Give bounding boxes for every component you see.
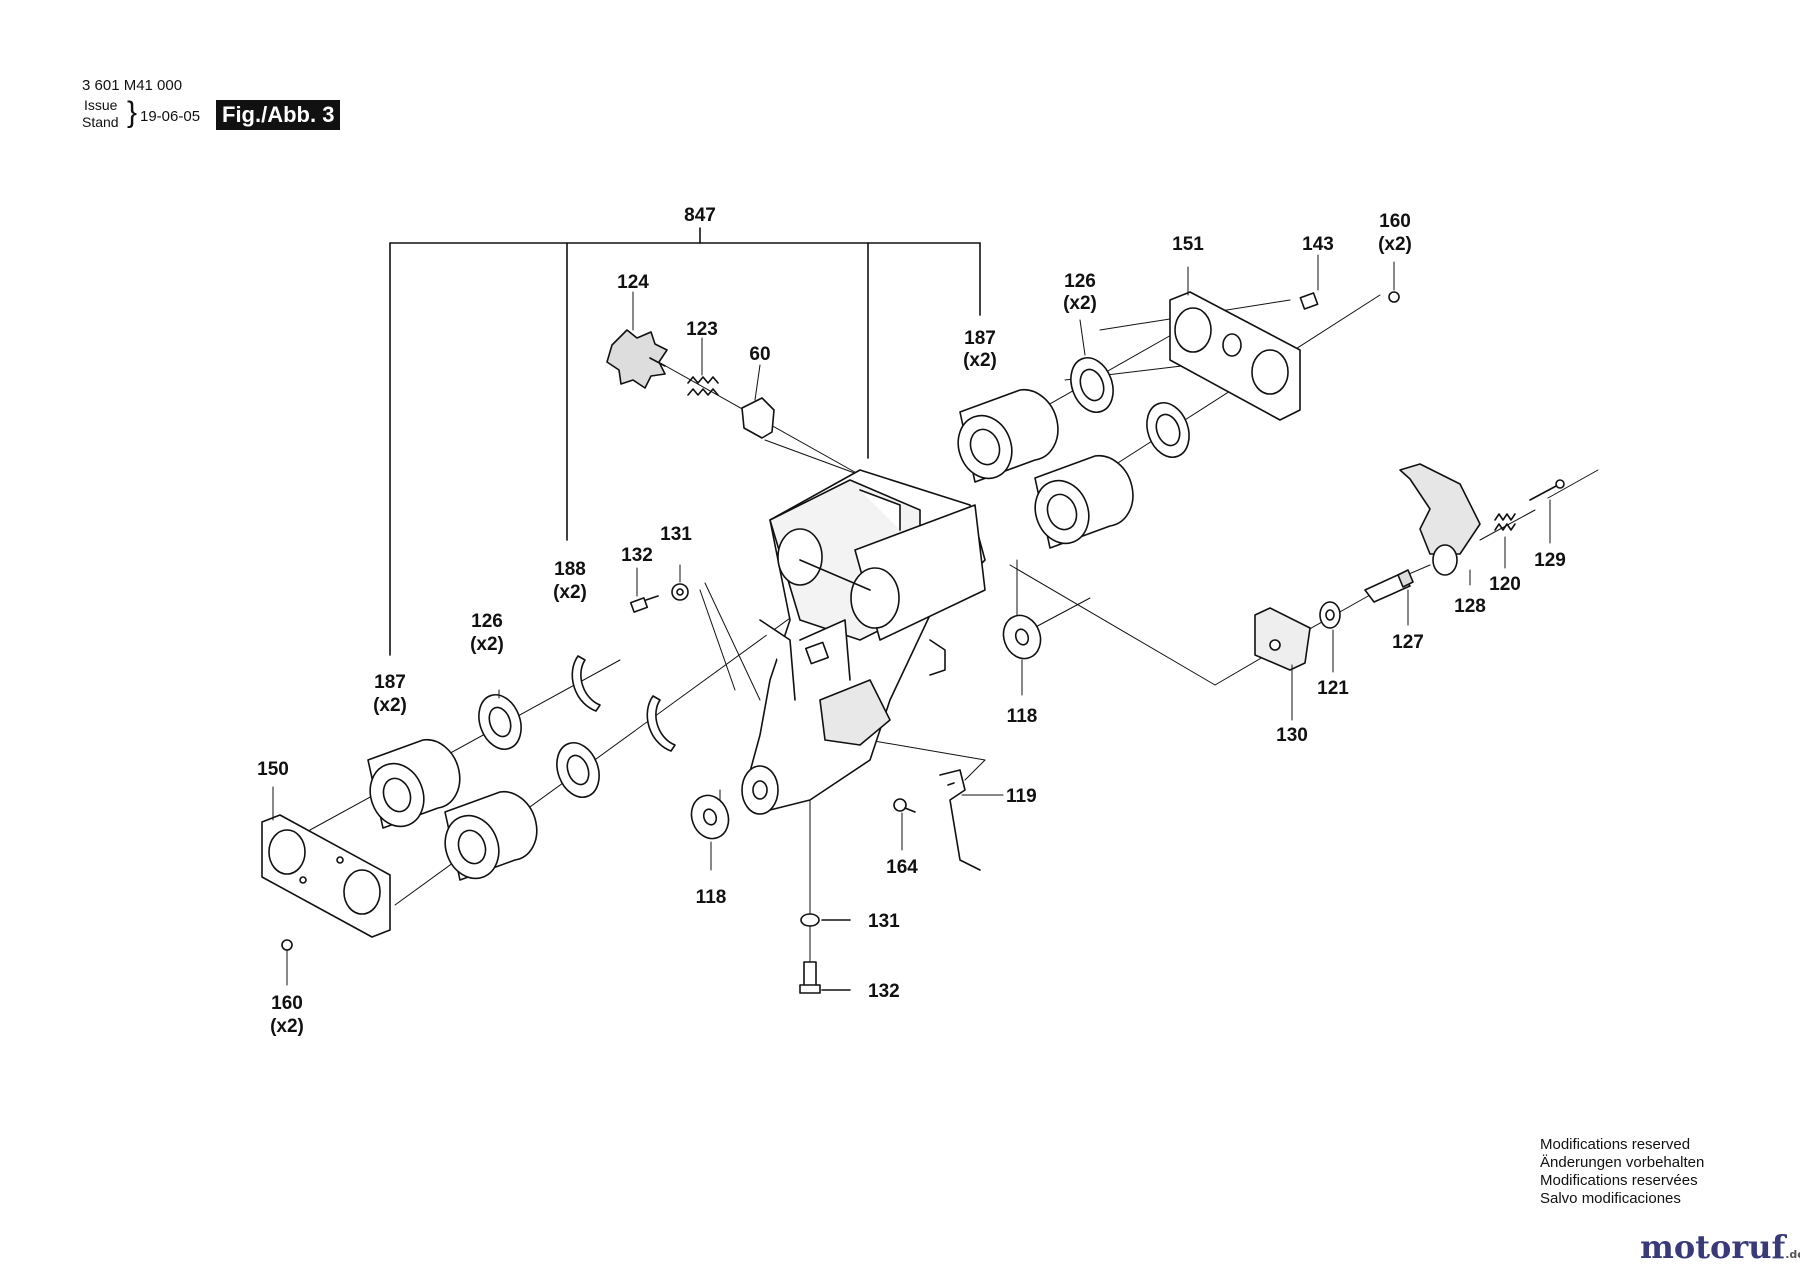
part-187-left-rollers <box>367 738 538 881</box>
callout-132-lower: 132 <box>868 981 900 1002</box>
brand-logo: motoruf.de <box>1640 1228 1800 1266</box>
part-127-bolt <box>1364 569 1414 603</box>
part-131-nut-lower <box>800 913 851 927</box>
figure-badge: Fig./Abb. 3 <box>216 100 341 130</box>
callout-187-left-qty: (x2) <box>373 695 407 716</box>
part-123-spring <box>687 376 719 396</box>
callout-187-left: 187 <box>374 672 406 693</box>
part-60-clip <box>741 397 775 439</box>
callout-160-right: 160 <box>1379 211 1411 232</box>
callout-847: 847 <box>684 205 716 226</box>
part-132-bolt-upper <box>629 595 659 613</box>
main-housing <box>741 469 986 815</box>
part-143-screw <box>1299 292 1319 310</box>
part-124-knob <box>606 329 668 389</box>
part-150-plate <box>261 814 391 938</box>
part-126-left-washers <box>478 694 600 798</box>
part-132-bolt-lower <box>799 961 851 994</box>
callout-126-right-qty: (x2) <box>1063 293 1097 314</box>
callout-128: 128 <box>1454 596 1486 617</box>
callout-187-right: 187 <box>964 328 996 349</box>
part-128-lever <box>1399 463 1481 576</box>
callout-160-left-qty: (x2) <box>270 1016 304 1037</box>
part-130-plate <box>1254 607 1311 671</box>
note-fr: Modifications reservées <box>1540 1172 1698 1189</box>
callout-123: 123 <box>686 319 718 340</box>
part-118-washer-left <box>690 794 730 840</box>
callout-160-left: 160 <box>271 993 303 1014</box>
part-187-right-rollers <box>957 388 1134 549</box>
callout-121: 121 <box>1317 678 1349 699</box>
part-129-screw <box>1529 479 1565 501</box>
brand-name: motoruf <box>1640 1228 1786 1266</box>
callout-60: 60 <box>749 344 770 365</box>
callout-129: 129 <box>1534 550 1566 571</box>
callout-127: 127 <box>1392 632 1424 653</box>
callout-188: 188 <box>554 559 586 580</box>
leader-847 <box>389 227 981 656</box>
callout-126-left-qty: (x2) <box>470 634 504 655</box>
callout-131-lower: 131 <box>868 911 900 932</box>
callout-132-upper: 132 <box>621 545 653 566</box>
callout-151: 151 <box>1172 234 1204 255</box>
issue-date: 19-06-05 <box>140 108 201 125</box>
callout-143: 143 <box>1302 234 1334 255</box>
part-160-screw-right <box>1388 291 1400 303</box>
callout-124: 124 <box>617 272 649 293</box>
part-120-spring <box>1494 513 1516 531</box>
part-160-screw-left <box>281 939 293 951</box>
note-es: Salvo modificaciones <box>1540 1190 1681 1207</box>
callout-120: 120 <box>1489 574 1521 595</box>
callout-188-qty: (x2) <box>553 582 587 603</box>
callout-160-right-qty: (x2) <box>1378 234 1412 255</box>
callout-118-right: 118 <box>1007 706 1038 727</box>
part-118-washer-right <box>1002 614 1042 660</box>
part-119-clip <box>939 769 981 871</box>
part-151-plate <box>1169 291 1301 421</box>
callout-118-left: 118 <box>696 887 727 908</box>
part-188-half-rings <box>571 655 676 752</box>
callout-130: 130 <box>1276 725 1308 746</box>
modification-notes: Modifications reserved Änderungen vorbeh… <box>1540 1136 1704 1208</box>
stand-label: Stand <box>82 114 119 130</box>
callout-150: 150 <box>257 759 289 780</box>
part-131-nut-upper <box>671 583 689 601</box>
issue-label: Issue <box>84 97 118 113</box>
brace-icon: } <box>127 96 138 129</box>
part-164-screw <box>893 798 916 813</box>
part-126-right-washers <box>1070 357 1190 458</box>
part-number: 3 601 M41 000 <box>82 77 183 94</box>
callout-187-right-qty: (x2) <box>963 350 997 371</box>
note-de: Änderungen vorbehalten <box>1540 1154 1705 1171</box>
label-leaders <box>272 254 1551 986</box>
brand-suffix: .de <box>1785 1248 1800 1261</box>
callout-126-right: 126 <box>1064 271 1096 292</box>
note-en: Modifications reserved <box>1540 1136 1691 1153</box>
callout-131-upper: 131 <box>660 524 692 545</box>
callout-119: 119 <box>1006 786 1037 807</box>
part-121-washer <box>1319 601 1341 629</box>
callout-164: 164 <box>886 857 918 878</box>
callout-126-left: 126 <box>471 611 503 632</box>
